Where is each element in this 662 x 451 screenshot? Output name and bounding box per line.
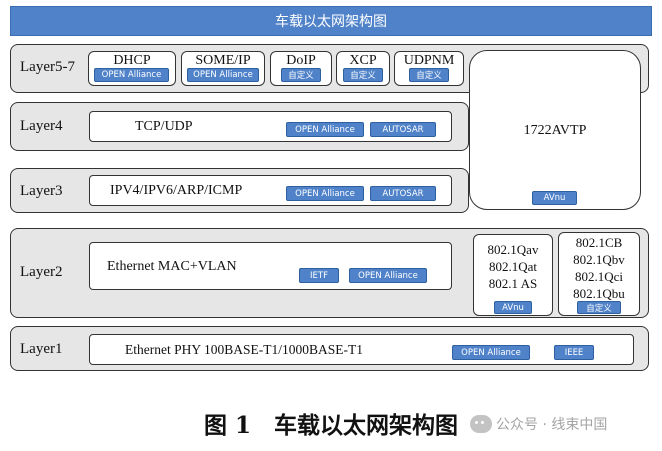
layer2-open-alliance-badge: OPEN Alliance (349, 268, 427, 283)
layer1-open-alliance-badge: OPEN Alliance (452, 345, 530, 360)
tsn-stack-line2: 802.1Qbv (573, 252, 625, 267)
ethernet-mac-label: Ethernet MAC+VLAN (107, 259, 237, 274)
tsn-stack-line1: 802.1CB (575, 235, 623, 250)
someip-label: SOME/IP (195, 53, 251, 68)
tsn-stack-badge: 自定义 (577, 301, 621, 314)
tsn-stack-box: 802.1CB 802.1Qbv 802.1Qci 802.1Qbu 自定义 (558, 232, 640, 316)
diagram-title-bar: 车载以太网架构图 (10, 6, 652, 36)
avtp-avnu-badge: AVnu (532, 191, 577, 205)
xcp-box: XCP 自定义 (336, 51, 390, 86)
tsn-stack-line3: 802.1Qci (574, 269, 624, 284)
dhcp-box: DHCP OPEN Alliance (88, 51, 176, 86)
ip-protocols-label: IPV4/IPV6/ARP/ICMP (110, 182, 243, 198)
layer1-ieee-badge: IEEE (554, 345, 594, 360)
tcp-udp-label: TCP/UDP (135, 118, 193, 134)
layer1-label: Layer1 (20, 340, 63, 357)
xcp-badge: 自定义 (343, 68, 383, 82)
tsn-stack-line4: 802.1Qbu (573, 286, 625, 301)
figure-caption: 图 1 车载以太网架构图 (203, 412, 458, 439)
avtp-label: 1722AVTP (523, 123, 587, 138)
udpnm-box: UDPNM 自定义 (394, 51, 464, 86)
avnu-stack-line2: 802.1Qat (488, 259, 538, 274)
layer2-label: Layer2 (20, 263, 63, 280)
avnu-stack-line1: 802.1Qav (487, 242, 539, 257)
watermark-text: 公众号 · 线束中国 (496, 417, 608, 433)
someip-box: SOME/IP OPEN Alliance (181, 51, 265, 86)
diagram-title: 车载以太网架构图 (275, 14, 387, 30)
avnu-stack-line3: 802.1 AS (488, 276, 538, 291)
dhcp-badge: OPEN Alliance (94, 68, 169, 82)
someip-badge: OPEN Alliance (187, 68, 259, 82)
doip-label: DoIP (286, 53, 316, 68)
layer1-content-box (89, 334, 634, 365)
doip-box: DoIP 自定义 (270, 51, 332, 86)
xcp-label: XCP (349, 53, 377, 68)
layer5-7-label: Layer5-7 (20, 58, 75, 75)
avnu-stack-box: 802.1Qav 802.1Qat 802.1 AS AVnu (473, 234, 553, 316)
layer4-autosar-badge: AUTOSAR (370, 122, 436, 137)
avnu-stack-badge: AVnu (494, 301, 532, 314)
layer3-open-alliance-badge: OPEN Alliance (286, 186, 364, 201)
udpnm-label: UDPNM (403, 53, 455, 68)
udpnm-badge: 自定义 (409, 68, 449, 82)
ethernet-phy-label: Ethernet PHY 100BASE-T1/1000BASE-T1 (125, 341, 363, 357)
layer2-ietf-badge: IETF (299, 268, 339, 283)
watermark: 公众号 · 线束中国 (470, 410, 650, 438)
doip-badge: 自定义 (281, 68, 321, 82)
wechat-icon (470, 415, 492, 433)
layer3-label: Layer3 (20, 182, 63, 199)
layer4-label: Layer4 (20, 117, 63, 134)
layer4-open-alliance-badge: OPEN Alliance (286, 122, 364, 137)
dhcp-label: DHCP (113, 53, 151, 68)
layer3-autosar-badge: AUTOSAR (370, 186, 436, 201)
avtp-box: 1722AVTP AVnu (469, 50, 641, 210)
